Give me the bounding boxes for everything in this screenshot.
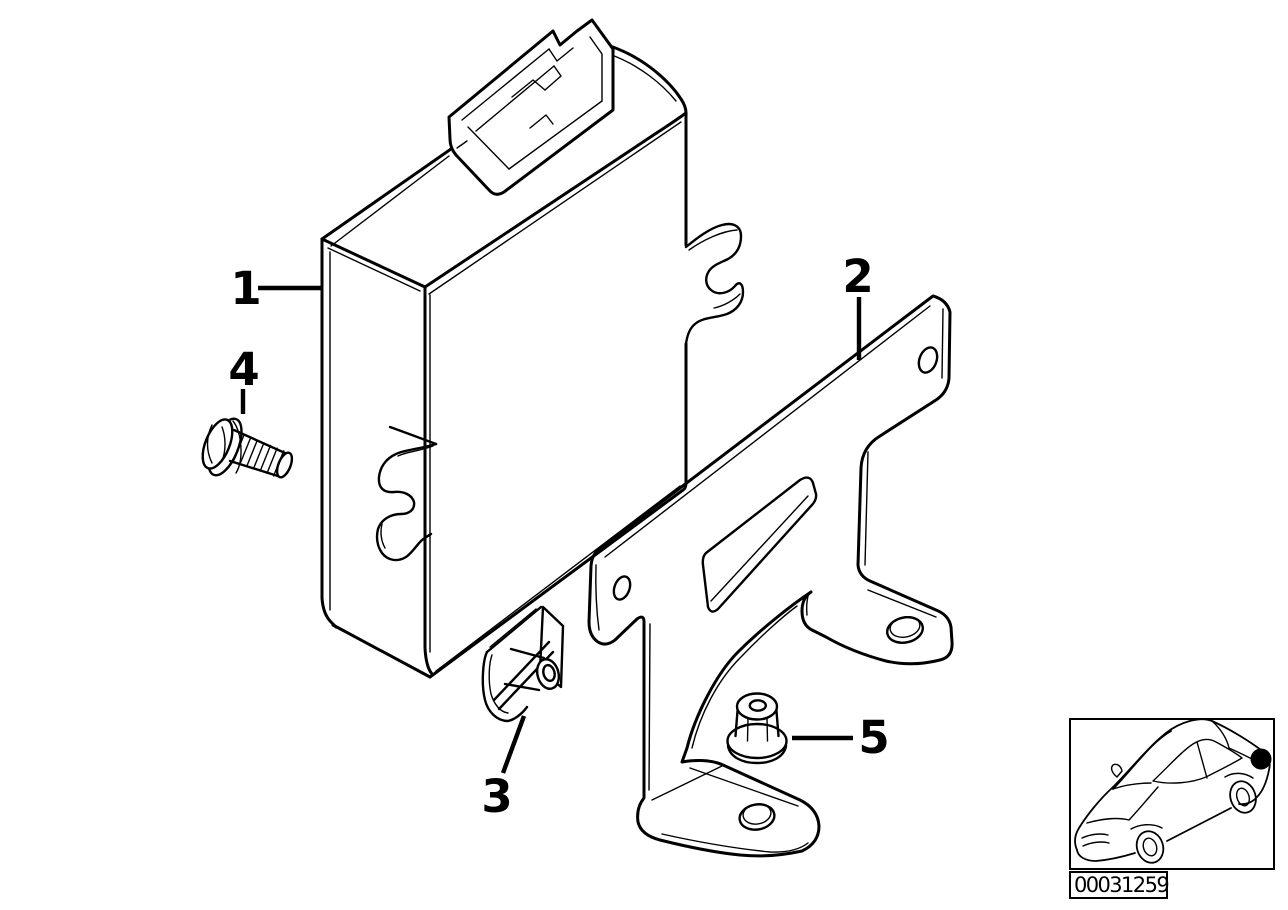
connector-drawing — [447, 18, 615, 196]
callout-4-number[interactable]: 4 — [228, 343, 259, 396]
bracket-drawing[interactable] — [587, 294, 954, 858]
screw-drawing[interactable] — [197, 414, 295, 479]
callout-3-leader — [500, 715, 527, 774]
callout-1-number[interactable]: 1 — [230, 262, 261, 315]
callout-2-number[interactable]: 2 — [842, 250, 873, 303]
callout-2: 2 — [842, 250, 874, 360]
clip-drawing[interactable] — [481, 605, 565, 723]
part-number-text: 00031259 — [1074, 873, 1168, 897]
callout-5-number[interactable]: 5 — [858, 711, 889, 764]
callout-5: 5 — [792, 711, 890, 764]
callout-3-number[interactable]: 3 — [481, 770, 512, 823]
location-dot — [1250, 748, 1272, 770]
car-icon — [1074, 718, 1272, 864]
cable-hook-right — [684, 222, 745, 346]
car-location-thumbnail — [1069, 718, 1275, 870]
callout-3: 3 — [481, 715, 527, 823]
callout-4: 4 — [228, 343, 260, 414]
cable-hook-left — [375, 425, 438, 562]
control-unit-drawing[interactable] — [320, 18, 745, 679]
nut-drawing[interactable] — [726, 692, 788, 765]
part-number-label: 00031259 — [1069, 871, 1170, 899]
callout-1: 1 — [230, 262, 321, 315]
